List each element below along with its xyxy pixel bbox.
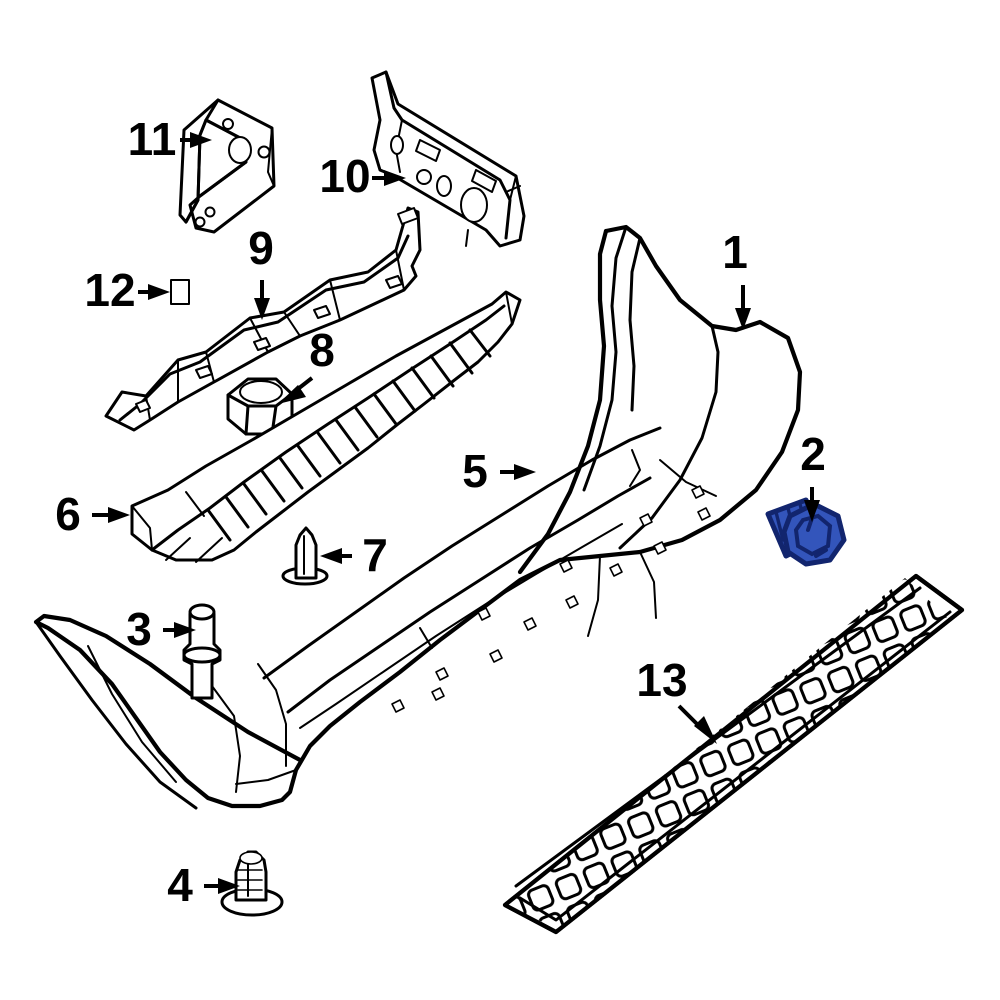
part-1-rear-bumper-cover[interactable] xyxy=(33,224,803,810)
part-9-upper-reinforcement-rail[interactable] xyxy=(104,206,422,432)
callout-number-7[interactable]: 7 xyxy=(362,529,388,581)
part-7-retainer-clip[interactable] xyxy=(281,526,329,586)
leader-5 xyxy=(500,464,536,480)
leader-3 xyxy=(163,622,196,638)
callout-leaders xyxy=(92,132,820,894)
part-11-bumper-mounting-bracket[interactable] xyxy=(178,98,276,234)
leader-13 xyxy=(677,704,717,744)
callout-number-1[interactable]: 1 xyxy=(722,226,748,278)
leader-7 xyxy=(320,548,352,564)
callout-number-3[interactable]: 3 xyxy=(126,603,152,655)
part-4-push-pin-retainer[interactable] xyxy=(220,850,284,917)
callout-number-10[interactable]: 10 xyxy=(319,150,370,202)
leader-1 xyxy=(735,285,751,330)
callout-number-12[interactable]: 12 xyxy=(84,264,135,316)
callout-number-8[interactable]: 8 xyxy=(309,324,335,376)
part-12-square-spacer[interactable] xyxy=(170,279,190,305)
leader-10 xyxy=(372,170,406,186)
leader-4 xyxy=(204,878,240,894)
part-10-side-bumper-bracket[interactable] xyxy=(370,70,526,248)
callout-number-11[interactable]: 11 xyxy=(128,113,177,165)
callout-number-4[interactable]: 4 xyxy=(167,859,193,911)
callout-number-9[interactable]: 9 xyxy=(248,222,274,274)
leader-8 xyxy=(278,376,314,404)
part-3-stud-bolt[interactable] xyxy=(182,603,222,700)
part-2-flange-bolt[interactable] xyxy=(765,497,847,567)
callout-number-2[interactable]: 2 xyxy=(800,428,826,480)
leader-12 xyxy=(138,284,170,300)
part-6-energy-absorber[interactable] xyxy=(130,290,522,563)
leader-11 xyxy=(180,132,212,148)
callout-number-5[interactable]: 5 xyxy=(462,445,488,497)
leader-2 xyxy=(804,487,820,522)
leader-9 xyxy=(254,280,270,320)
leader-6 xyxy=(92,507,130,523)
callout-number-13[interactable]: 13 xyxy=(636,654,687,706)
callout-number-6[interactable]: 6 xyxy=(55,488,81,540)
